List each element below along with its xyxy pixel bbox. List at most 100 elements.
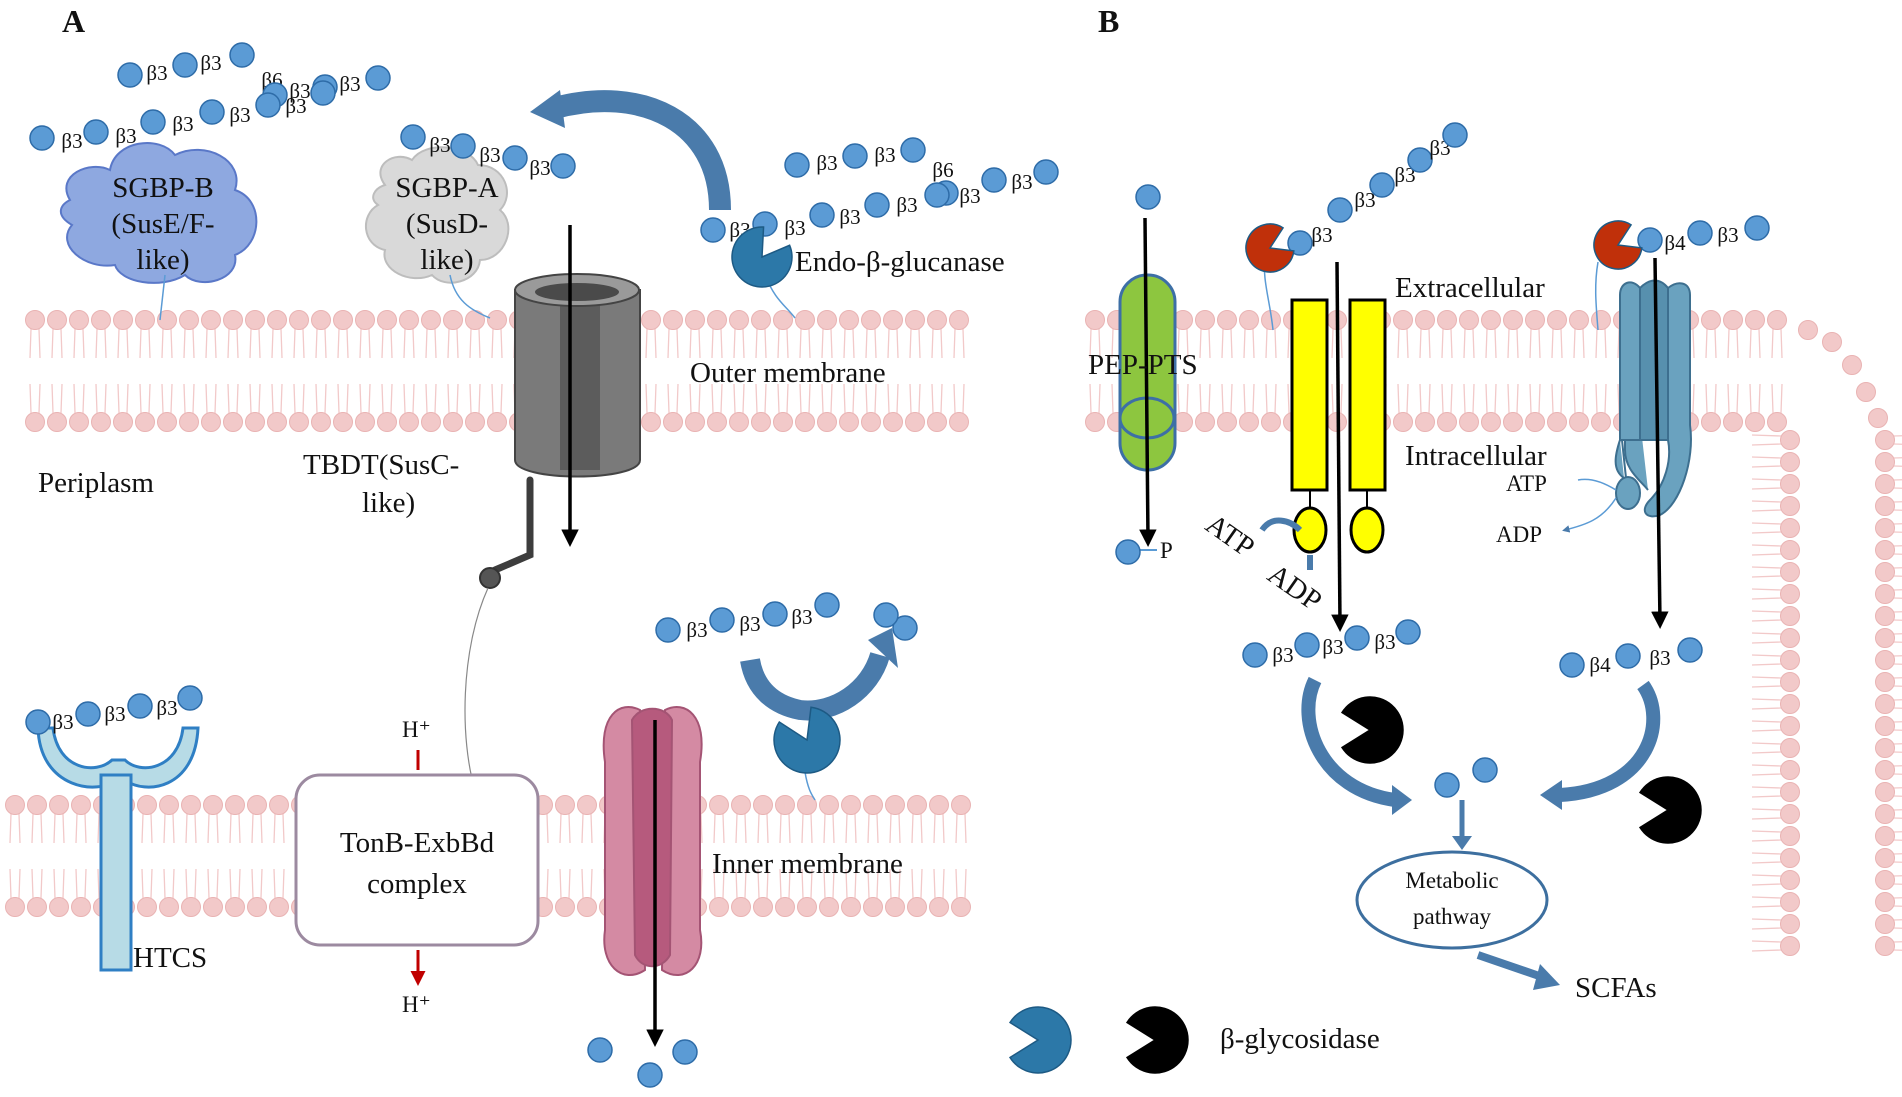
right-hydrolysis-arrow (1560, 685, 1653, 795)
glucose-bead (815, 593, 839, 617)
metabolic-label-1: Metabolic (1405, 868, 1498, 893)
atp-left-label: ATP (1200, 508, 1261, 564)
tonb-label-2: complex (367, 868, 467, 900)
h-plus-top-label: H⁺ (402, 717, 431, 742)
endo-label: Endo-β-glucanase (795, 246, 1005, 278)
beta-linkage-label: β3 (52, 710, 73, 734)
glucose-bead (810, 203, 834, 227)
released-glucose (588, 1038, 612, 1062)
glucose-product (1435, 773, 1459, 797)
sgbp-a-label-2: (SusD- (406, 208, 488, 240)
beta-linkage-label: β3 (146, 61, 167, 85)
beta-linkage-label: β3 (1272, 643, 1293, 667)
atp-right-label: ATP (1506, 471, 1547, 496)
htcs-receptor (38, 728, 198, 970)
legend-teal-glucosidase-icon (1010, 1007, 1071, 1073)
phosphate-label: P (1160, 538, 1173, 563)
glucose-bead (865, 193, 889, 217)
glucose-product (1473, 758, 1497, 782)
adp-left-label: ADP (1262, 558, 1328, 617)
glucose-bead (200, 100, 224, 124)
beta-linkage-label: β3 (156, 696, 177, 720)
beta-linkage-label: β3 (479, 143, 500, 167)
glucose-bead (785, 153, 809, 177)
legend-label: β-glycosidase (1220, 1023, 1380, 1055)
beta-linkage-label: β4 (1589, 653, 1611, 677)
glucose-bead (901, 138, 925, 162)
glucose-bead (1396, 620, 1420, 644)
glucose-bead (256, 93, 280, 117)
glucose-bead (503, 146, 527, 170)
beta-linkage-label: β3 (791, 605, 812, 629)
glucose-bead (311, 81, 335, 105)
beta-linkage-label: β3 (739, 612, 760, 636)
scfa-arrowhead (1533, 964, 1560, 990)
scfas-label: SCFAs (1575, 972, 1657, 1004)
glucose-bead (1034, 160, 1058, 184)
outer-membrane-label: Outer membrane (690, 357, 886, 389)
pts-incoming-glucose (1136, 185, 1160, 209)
metabolic-pathway-ellipse (1357, 852, 1547, 948)
tbdt-label-1: TBDT(SusC- (303, 449, 459, 481)
scfa-arrow-line (1478, 955, 1545, 978)
glucose-to-pathway-arrowhead (1452, 836, 1472, 850)
beta-linkage-label: β3 (1717, 223, 1738, 247)
glucose-bead (451, 134, 475, 158)
glucose-bead (1560, 653, 1584, 677)
intracellular-label: Intracellular (1405, 440, 1547, 472)
released-glucose (673, 1040, 697, 1064)
channel-transporter (1616, 281, 1691, 517)
glucose-bead (1616, 644, 1640, 668)
endo-glucanase-icon (732, 227, 792, 287)
glucose-bead (763, 602, 787, 626)
sgbp-a-label-1: SGBP-A (395, 172, 498, 204)
beta-linkage-label: β3 (959, 184, 980, 208)
beta-linkage-label: β3 (896, 193, 917, 217)
endo-release-arrowhead (530, 90, 565, 128)
beta-linkage-label: β3 (784, 216, 805, 240)
glucose-bead (710, 608, 734, 632)
pep-pts-label: PEP-PTS (1088, 349, 1198, 381)
channel-intracellular-glucosidase-icon (1640, 777, 1701, 843)
membranes (6, 311, 1902, 956)
free-glucose (874, 603, 898, 627)
beta-linkage-label: β3 (104, 702, 125, 726)
released-glucose (638, 1063, 662, 1087)
phosphorylated-glucose (1116, 540, 1140, 564)
abc-atp-hook (1262, 521, 1300, 530)
beta-linkage-label: β3 (1649, 646, 1670, 670)
panel-a-letter: A (62, 3, 85, 39)
htcs-label: HTCS (133, 942, 207, 974)
beta-linkage-label: β3 (1011, 170, 1032, 194)
sgbp-a-label-3: like) (420, 244, 473, 276)
glucose-bead (701, 218, 725, 242)
beta-linkage-label: β6 (932, 158, 953, 182)
glucose-bead (1328, 198, 1352, 222)
glucose-bead (1745, 216, 1769, 240)
periplasm-label: Periplasm (38, 467, 154, 499)
glucose-bead (1345, 626, 1369, 650)
glucose-bead (982, 168, 1006, 192)
beta-linkage-label: β3 (816, 151, 837, 175)
glucose-bead (401, 125, 425, 149)
abc-extracellular-enzyme-icon (1246, 224, 1294, 272)
glucose-bead (1678, 638, 1702, 662)
channel-extracellular-enzyme-icon (1594, 221, 1642, 269)
chain-b-channel-bottom: β4 β3 (1560, 638, 1702, 677)
glucose-bead (1408, 148, 1432, 172)
glucose-bead (178, 686, 202, 710)
glucose-bead (128, 694, 152, 718)
glucose-bead (1295, 633, 1319, 657)
glucose-bead (1243, 643, 1267, 667)
periplasm-hydrolysis-arrow (750, 655, 880, 710)
beta-linkage-label: β3 (1322, 635, 1343, 659)
extracellular-label: Extracellular (1395, 272, 1545, 304)
